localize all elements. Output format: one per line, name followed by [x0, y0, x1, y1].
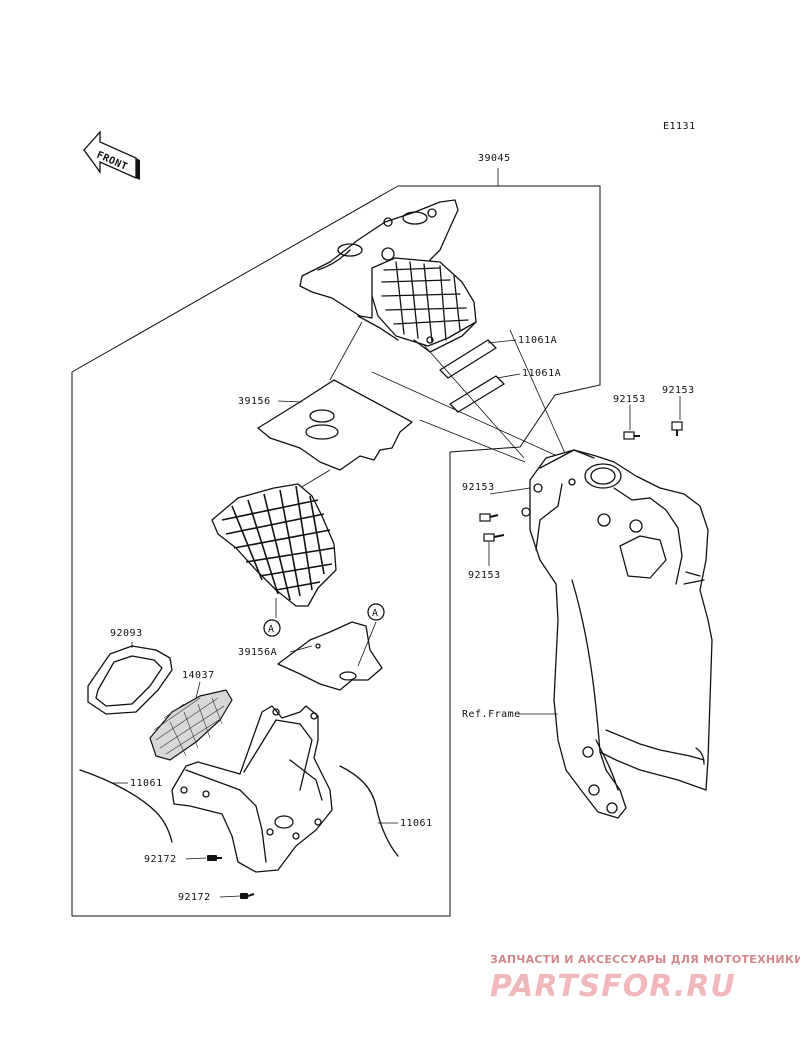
watermark-tagline: ЗАПЧАСТИ И АКСЕССУАРЫ ДЛЯ МОТОТЕХНИКИ [490, 953, 800, 966]
label-92153-4: 92153 [468, 570, 501, 581]
screw-92172-lower [240, 893, 255, 899]
label-92153-2: 92153 [662, 385, 695, 396]
assembly-outline [71, 185, 601, 917]
seal-11061a-upper [439, 339, 497, 379]
label-11061a-1: 11061A [518, 335, 557, 346]
svg-text:A: A [268, 624, 275, 635]
intake-duct-cover [299, 199, 477, 353]
watermark-logo: PARTSFOR.RU [490, 969, 736, 1004]
gasket-39156 [257, 379, 413, 471]
label-92172-2: 92172 [178, 892, 211, 903]
bolt-92153-c [479, 513, 499, 522]
label-92093: 92093 [110, 628, 143, 639]
label-11061a-2: 11061A [522, 368, 561, 379]
mesh-screen-14037 [149, 689, 233, 761]
lower-intake-housing [171, 705, 333, 873]
seal-11061a-lower [449, 375, 505, 413]
motorcycle-frame [521, 449, 713, 819]
label-39156: 39156 [238, 396, 271, 407]
label-92153-1: 92153 [613, 394, 646, 405]
bolt-92153-b [671, 421, 683, 436]
front-arrow-icon: FRONT [83, 130, 140, 180]
callout-a-1: A [263, 619, 281, 637]
label-39045: 39045 [478, 153, 511, 164]
bolt-92153-d [483, 533, 505, 542]
intake-grid [211, 483, 337, 607]
diagram-code: E1131 [663, 121, 696, 132]
label-ref-frame: Ref.Frame [462, 709, 521, 720]
bolt-92153-a [623, 431, 640, 440]
seal-11061-left [79, 769, 173, 843]
svg-text:A: A [372, 608, 379, 619]
gasket-39156a [277, 621, 383, 691]
screw-92172-upper [207, 855, 222, 861]
seal-11061-right [339, 765, 399, 857]
label-39156a: 39156A [238, 647, 277, 658]
callout-a-2: A [367, 603, 385, 621]
label-92172-1: 92172 [144, 854, 177, 865]
trim-frame-92093 [87, 645, 173, 715]
label-11061-2: 11061 [400, 818, 433, 829]
label-14037: 14037 [182, 670, 215, 681]
label-92153-3: 92153 [462, 482, 495, 493]
label-11061-1: 11061 [130, 778, 163, 789]
